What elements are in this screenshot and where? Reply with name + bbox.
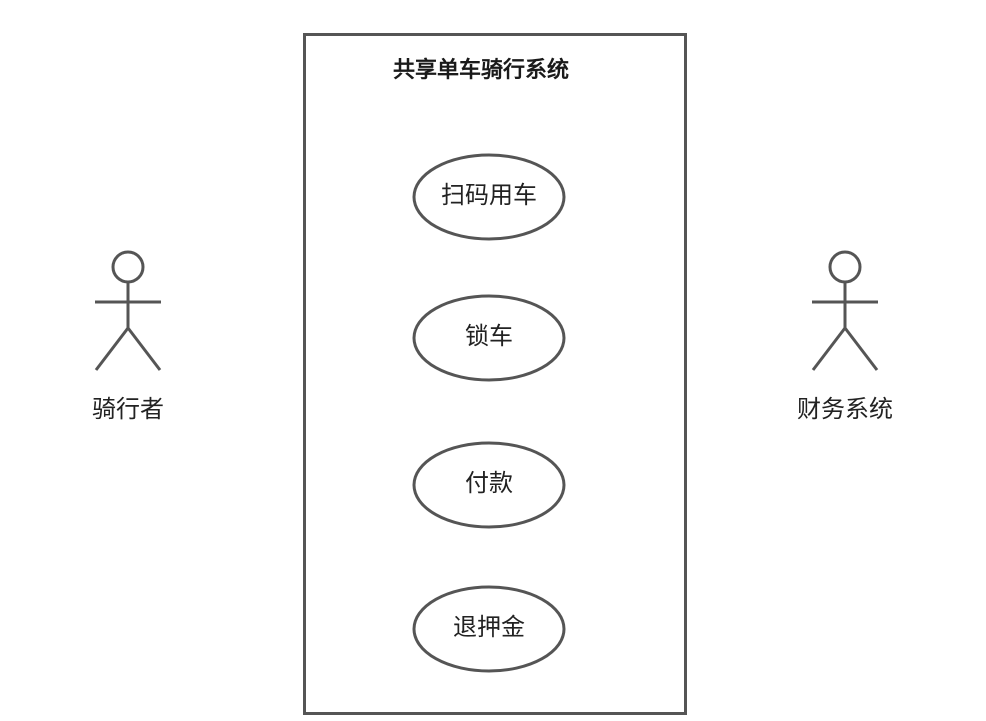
usecase-ellipse-scan[interactable] xyxy=(412,153,566,241)
usecase-label-scan: 扫码用车 xyxy=(441,181,537,209)
usecase-ellipse-pay[interactable] xyxy=(412,441,566,529)
usecase-label-refund: 退押金 xyxy=(453,613,525,641)
usecase-label-lock: 锁车 xyxy=(465,322,513,350)
usecase-label-pay: 付款 xyxy=(465,469,513,497)
actor-rider-label: 骑行者 xyxy=(92,395,164,423)
actor-finance-icon[interactable] xyxy=(811,250,879,371)
system-title: 共享单车骑行系统 xyxy=(392,58,569,83)
system-boundary xyxy=(303,33,687,715)
usecase-ellipse-refund[interactable] xyxy=(412,585,566,673)
usecase-ellipse-lock[interactable] xyxy=(412,294,566,382)
actor-rider-icon[interactable] xyxy=(94,250,162,371)
actor-finance-label: 财务系统 xyxy=(797,395,893,423)
